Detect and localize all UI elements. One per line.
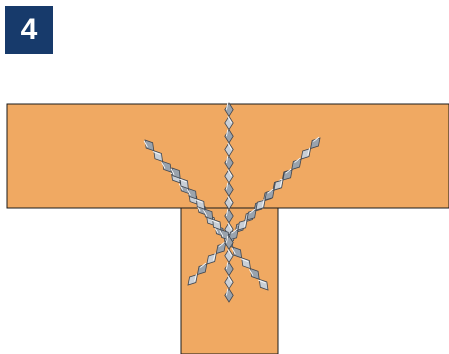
joint-diagram: [0, 0, 449, 354]
